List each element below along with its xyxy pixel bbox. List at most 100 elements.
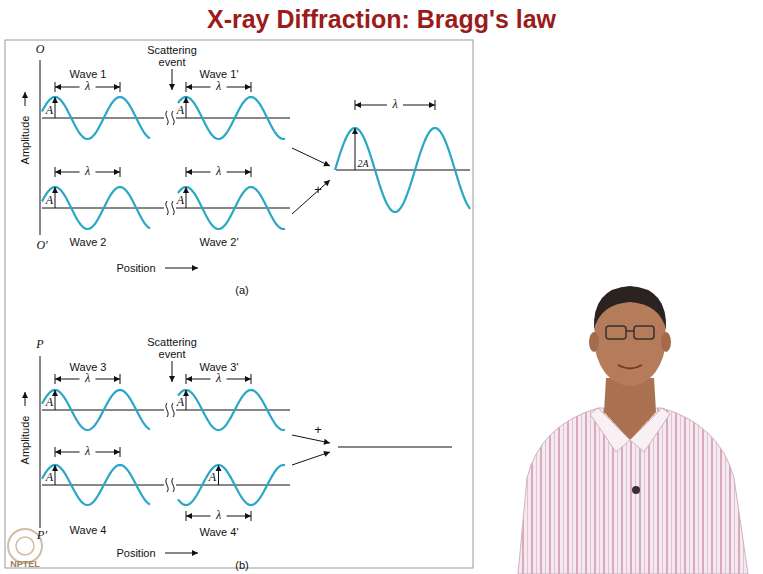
- wave-label: Wave 1': [200, 68, 239, 80]
- wave-curve: [178, 97, 285, 139]
- collar: [590, 408, 630, 452]
- amplitude-arrow: [22, 92, 28, 98]
- dimension-arrow: [429, 102, 435, 108]
- wave-curve: [42, 390, 150, 430]
- wave-label: Wave 1: [70, 68, 107, 80]
- wave-curve: [178, 187, 285, 229]
- amplitude-label: A: [46, 471, 53, 484]
- amplitude-label: A: [209, 471, 216, 484]
- sum-arrow: [324, 439, 330, 445]
- amplitude-label: A: [177, 104, 184, 117]
- drawing: [22, 60, 470, 556]
- amplitude-arrow: [183, 390, 189, 396]
- axis-label: P': [37, 529, 47, 542]
- amplitude-arrow: [52, 97, 58, 103]
- amplitude-label: A: [46, 396, 53, 409]
- amplitude-arrow: [52, 390, 58, 396]
- ear: [589, 332, 599, 352]
- break-mark: [172, 111, 174, 125]
- glasses: [634, 326, 654, 339]
- wave-axis: [336, 170, 470, 171]
- dimension-arrow: [55, 169, 61, 175]
- wave-curve: [42, 187, 150, 229]
- sum-arrow: [324, 180, 330, 186]
- panel-label: (a): [235, 284, 248, 296]
- event-label: Scattering event: [140, 336, 204, 360]
- plus-sign: +: [314, 183, 322, 197]
- axis-label: Position: [116, 547, 155, 559]
- figure-frame: [5, 40, 473, 568]
- break-mark: [172, 478, 174, 492]
- wave-label: Wave 3: [70, 361, 107, 373]
- watermark: NPTEL: [10, 560, 40, 570]
- hair: [594, 286, 666, 330]
- break-mark: [172, 201, 174, 215]
- axis-label: Position: [116, 262, 155, 274]
- axis-label: Amplitude: [19, 416, 31, 465]
- dimension-arrow: [114, 376, 120, 382]
- wave-axis: [176, 485, 290, 486]
- wavelength-label: λ: [85, 372, 90, 385]
- dimension-arrow: [245, 513, 251, 519]
- dimension-arrow: [245, 376, 251, 382]
- axis-label: O': [36, 239, 47, 252]
- amplitude-arrow: [352, 128, 358, 134]
- sum-arrow: [323, 161, 330, 166]
- position-arrow: [192, 265, 198, 271]
- dimension-arrow: [114, 169, 120, 175]
- wave-curve: [42, 465, 150, 505]
- break-mark: [166, 111, 168, 125]
- glasses: [606, 326, 626, 339]
- amplitude-label: 2A: [357, 158, 368, 169]
- dimension-arrow: [186, 169, 192, 175]
- break-mark: [172, 403, 174, 417]
- amplitude-arrow: [52, 465, 58, 471]
- position-arrow: [192, 550, 198, 556]
- break-mark: [166, 403, 168, 417]
- amplitude-label: A: [46, 104, 53, 117]
- amplitude-arrow: [355, 128, 356, 170]
- scattering-arrow: [169, 84, 175, 90]
- microphone: [632, 486, 640, 494]
- dimension-arrow: [55, 376, 61, 382]
- dimension-arrow: [355, 102, 361, 108]
- ear: [661, 332, 671, 352]
- sum-arrow: [292, 180, 330, 214]
- axis-label: O: [36, 43, 45, 56]
- wave-label: Wave 3': [200, 361, 239, 373]
- wavelength-label: λ: [85, 165, 90, 178]
- amplitude-arrow: [216, 465, 222, 471]
- wavelength-label: λ: [85, 80, 90, 93]
- wave-axis: [176, 410, 290, 411]
- wave-curve: [178, 465, 285, 505]
- watermark-logo: [16, 537, 34, 555]
- axis-label: Amplitude: [19, 116, 31, 165]
- break-mark: [166, 478, 168, 492]
- wavelength-label: λ: [216, 80, 221, 93]
- plus-sign: +: [314, 423, 322, 437]
- amplitude-arrow: [183, 97, 189, 103]
- lecturer: [518, 286, 748, 574]
- panel-label: (b): [235, 559, 248, 571]
- dimension-arrow: [245, 169, 251, 175]
- amplitude-label: A: [177, 194, 184, 207]
- wave-curve: [42, 97, 150, 139]
- mouth: [618, 365, 642, 369]
- wavelength-label: λ: [216, 372, 221, 385]
- amplitude-arrow: [22, 392, 28, 398]
- wave-label: Wave 4: [70, 524, 107, 536]
- glasses: [626, 330, 634, 332]
- wavelength-label: λ: [216, 165, 221, 178]
- amplitude-label: A: [46, 194, 53, 207]
- dimension-arrow: [114, 84, 120, 90]
- wavelength-label: λ: [85, 445, 90, 458]
- amplitude-arrow: [183, 187, 189, 193]
- amplitude-axis: [40, 60, 41, 235]
- amplitude-arrow: [52, 187, 58, 193]
- dimension-arrow: [186, 84, 192, 90]
- wave-axis: [176, 118, 290, 119]
- dimension-arrow: [55, 84, 61, 90]
- collar: [630, 408, 670, 452]
- wave-curve: [335, 128, 470, 212]
